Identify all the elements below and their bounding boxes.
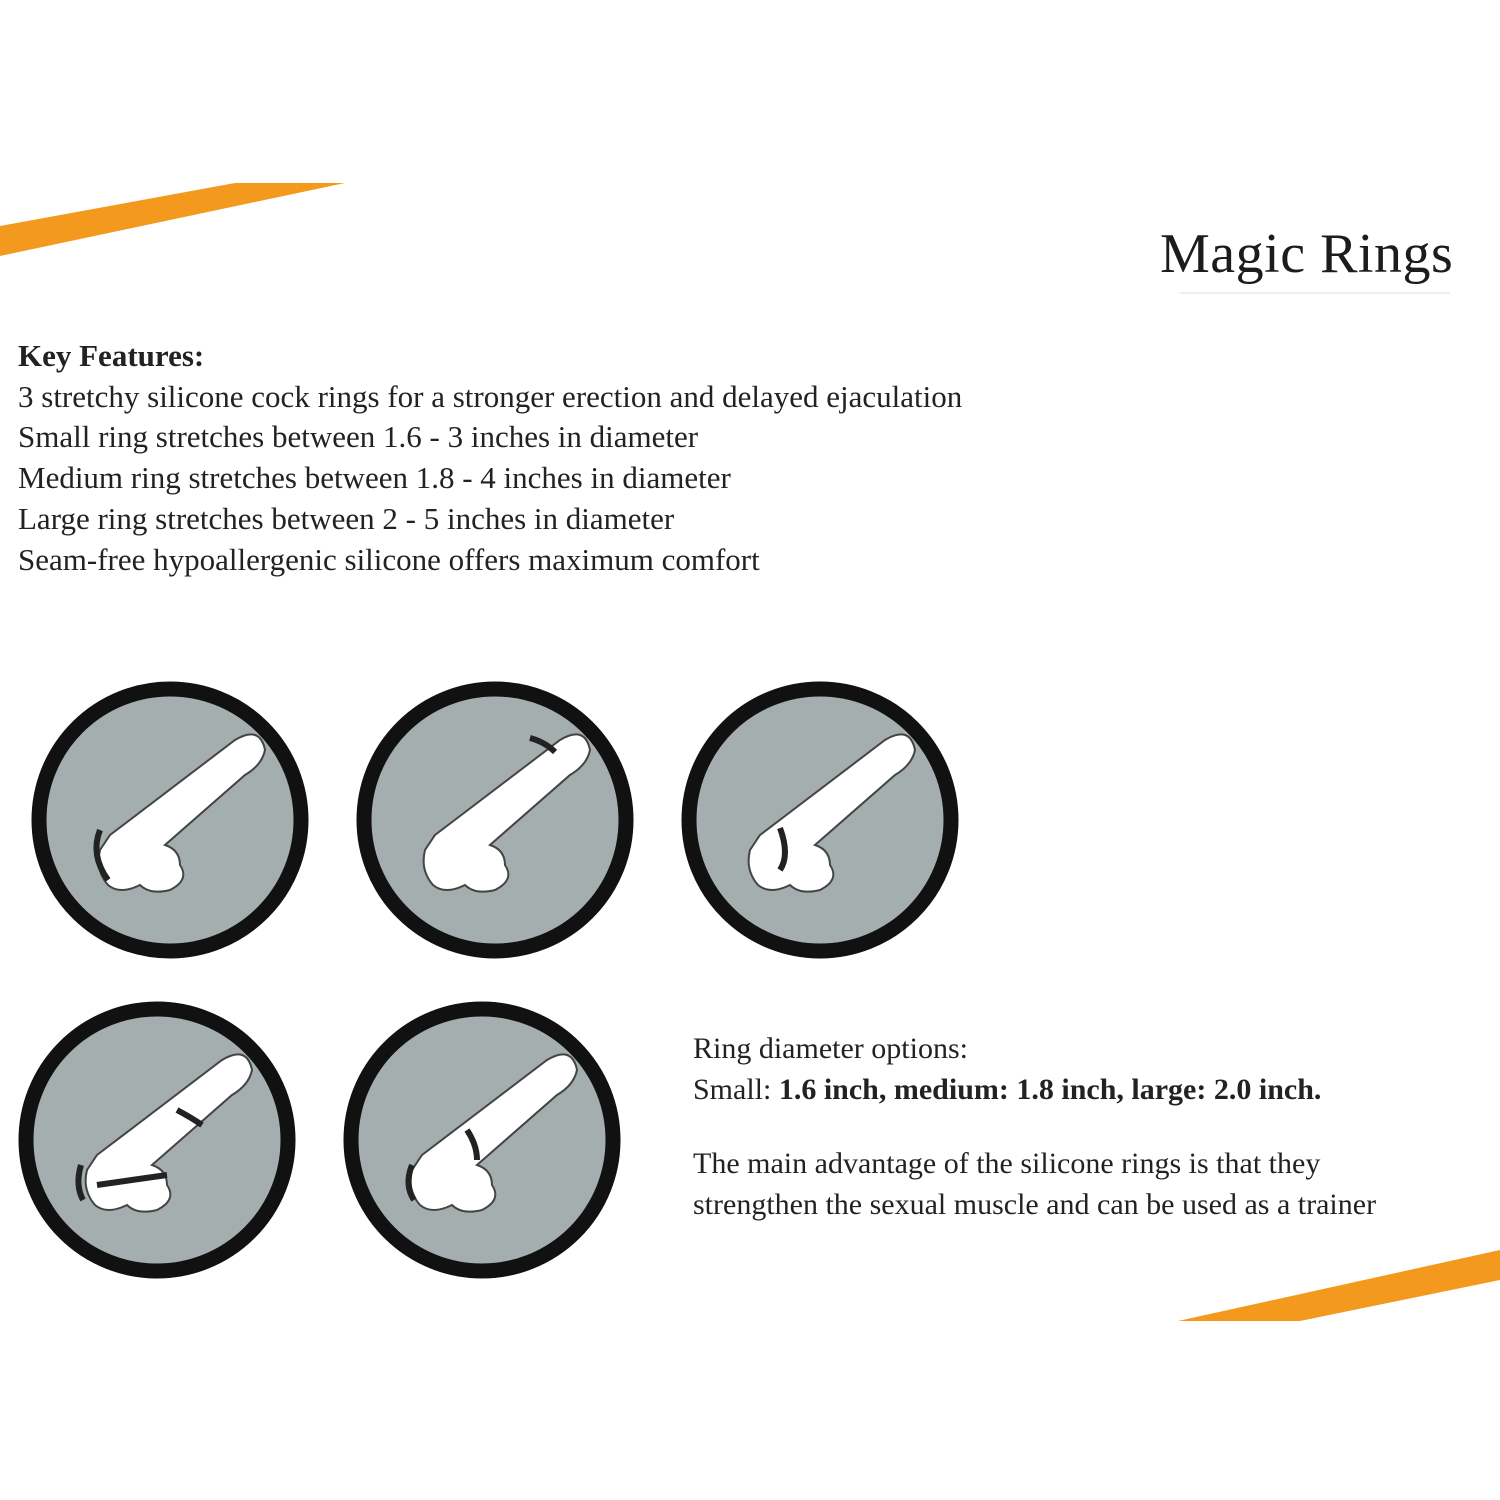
feature-item: Medium ring stretches between 1.8 - 4 in… — [18, 460, 731, 496]
brand-logo: Magic Rings — [1160, 223, 1454, 285]
three-rings-icon — [17, 1000, 297, 1280]
small-value: 1.6 inch, — [778, 1073, 887, 1106]
ring-below-head-icon — [355, 680, 635, 960]
diameter-options: Ring diameter options: Small: 1.6 inch, … — [693, 1028, 1321, 1110]
large-label: large: — [1123, 1073, 1207, 1106]
small-label: Small: — [693, 1073, 779, 1106]
ring-mid-shaft-icon — [680, 680, 960, 960]
diameter-heading: Ring diameter options: — [693, 1032, 968, 1065]
two-rings-icon — [342, 1000, 622, 1280]
feature-item: Seam-free hypoallergenic silicone offers… — [18, 541, 760, 577]
medium-value: 1.8 inch, — [1008, 1073, 1124, 1106]
feature-item: Large ring stretches between 2 - 5 inche… — [18, 500, 675, 536]
logo-divider — [1180, 292, 1450, 294]
feature-item: Small ring stretches between 1.6 - 3 inc… — [18, 419, 699, 455]
advantage-line: The main advantage of the silicone rings… — [693, 1147, 1321, 1180]
features-title: Key Features: — [18, 338, 205, 373]
advantage-line: strengthen the sexual muscle and can be … — [693, 1188, 1377, 1221]
advantage-text: The main advantage of the silicone rings… — [693, 1143, 1376, 1225]
ring-at-base-icon — [30, 680, 310, 960]
feature-item: 3 stretchy silicone cock rings for a str… — [18, 378, 963, 414]
orange-stripe-bottom — [1178, 1250, 1500, 1321]
large-value: 2.0 inch. — [1206, 1073, 1322, 1106]
medium-label: medium: — [886, 1073, 1009, 1106]
diameter-values: Small: 1.6 inch, medium: 1.8 inch, large… — [693, 1069, 1321, 1110]
key-features: Key Features: 3 stretchy silicone cock r… — [18, 336, 962, 580]
